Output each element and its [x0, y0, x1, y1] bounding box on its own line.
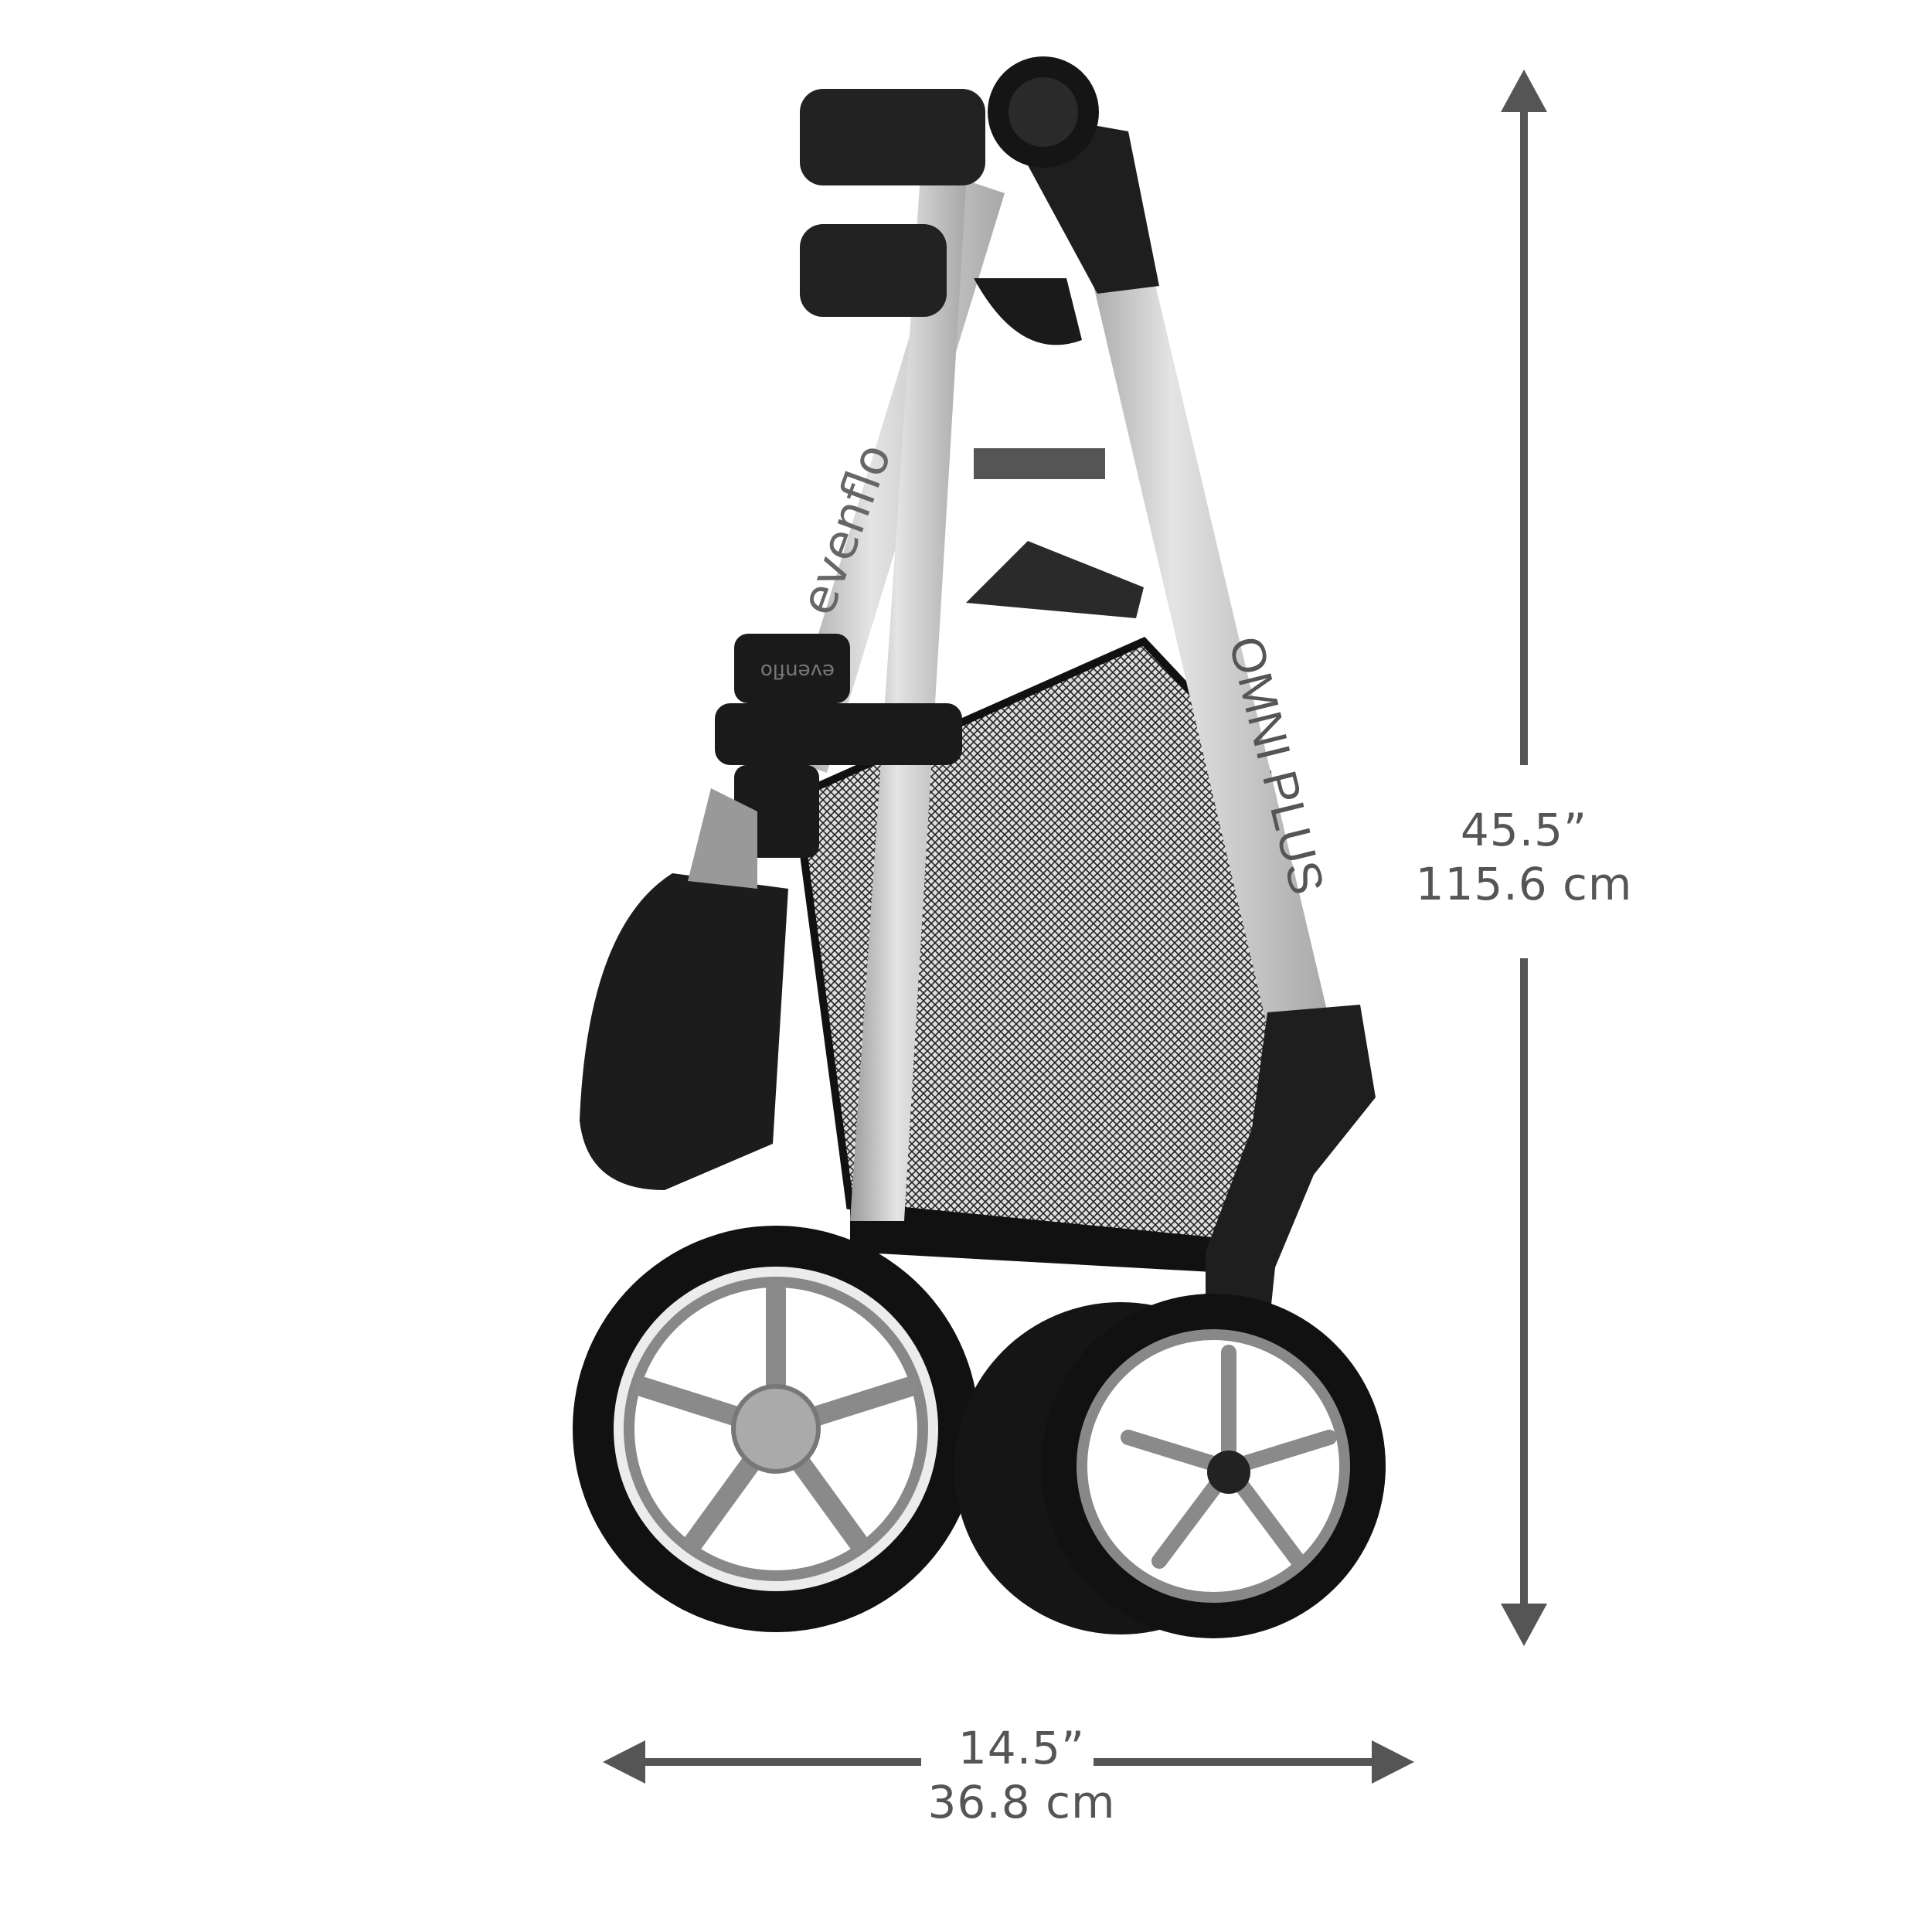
front-wheels [954, 1294, 1386, 1638]
width-imperial: 14.5” [957, 1722, 1086, 1774]
handlebar-grip [800, 89, 985, 185]
height-imperial: 45.5” [1460, 804, 1588, 856]
width-dimension-label: 14.5” 36.8 cm [913, 1722, 1130, 1829]
rear-wheel [573, 1226, 979, 1632]
height-dimension-label: 45.5” 115.6 cm [1408, 804, 1640, 912]
cup-holder-clip [734, 634, 850, 703]
height-metric: 115.6 cm [1415, 857, 1633, 910]
clip-brand-logo: evenflo [760, 659, 835, 682]
width-dimension-arrow [603, 1740, 1414, 1784]
seat-fabric [580, 873, 788, 1190]
width-metric: 36.8 cm [927, 1775, 1116, 1828]
height-dimension-arrow [1501, 70, 1547, 1646]
front-frame-tube [1066, 170, 1329, 1028]
